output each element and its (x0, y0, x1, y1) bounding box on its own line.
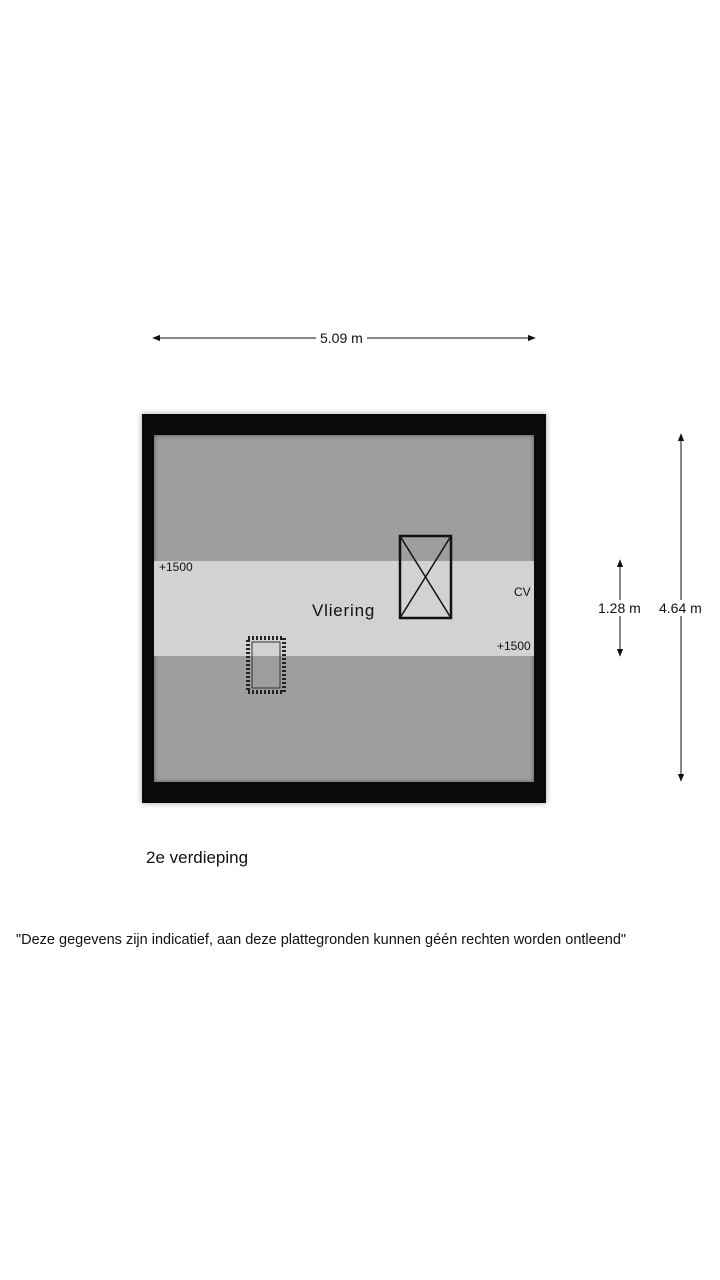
level-label-right: +1500 (497, 639, 531, 653)
height-band-dimension-label: 1.28 m (594, 600, 645, 616)
width-dimension-label: 5.09 m (316, 330, 367, 346)
height-total-dimension-label: 4.64 m (655, 600, 706, 616)
roof-window (398, 534, 453, 620)
standing-height-zone (154, 561, 534, 656)
disclaimer-text: "Deze gegevens zijn indicatief, aan deze… (16, 932, 627, 948)
cv-label: CV (514, 585, 531, 599)
room-name: Vliering (312, 601, 376, 620)
attic-hatch (246, 636, 286, 694)
floor-caption: 2e verdieping (146, 848, 249, 867)
level-label-left: +1500 (159, 560, 193, 574)
